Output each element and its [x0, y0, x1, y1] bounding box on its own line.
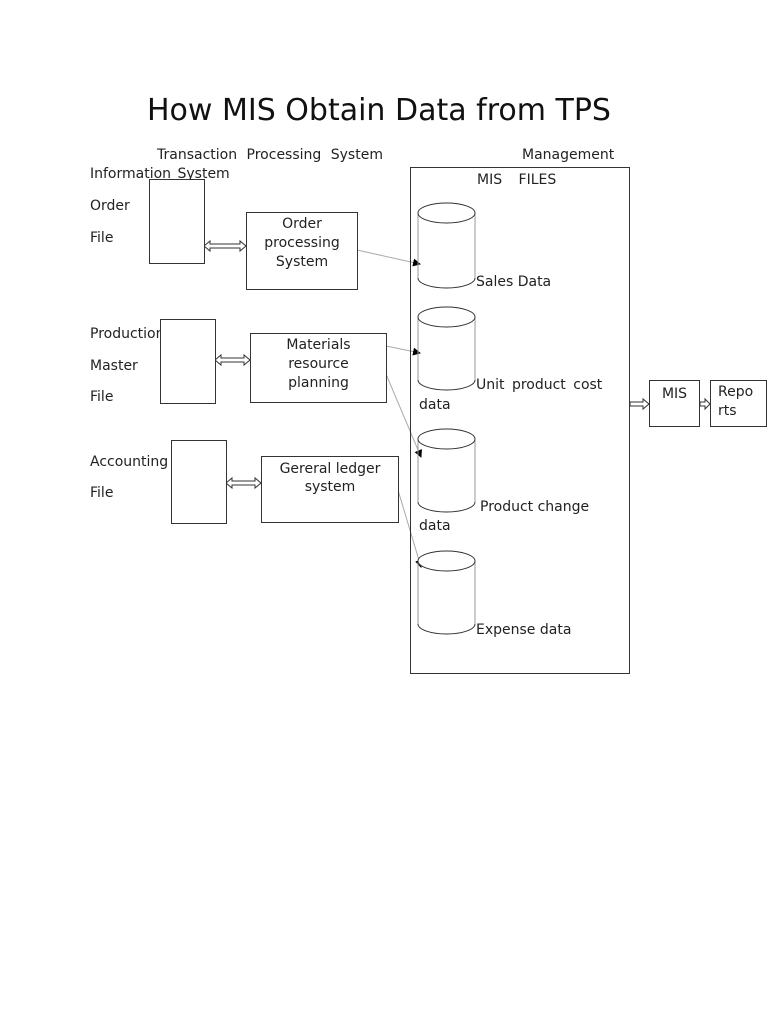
production-file-label-line1: Production: [90, 326, 165, 342]
page-title: How MIS Obtain Data from TPS: [147, 93, 611, 128]
mis-heading-part1: Management: [522, 147, 615, 163]
reports-label-line1: Repo: [718, 384, 754, 400]
sales-data-label: Sales Data: [476, 274, 552, 290]
production-file-label-line2: Master: [90, 358, 138, 374]
reports-label-line2: rts: [718, 403, 737, 419]
double-arrow-order: [203, 239, 247, 253]
connector-materials-to-product-change: [385, 373, 422, 458]
tps-heading: Transaction Processing System: [157, 147, 383, 163]
connector-ledger-to-expense: [397, 489, 423, 568]
unit-cost-label-line2: data: [419, 397, 451, 413]
unit-cost-label-line1: Unit product cost: [476, 377, 603, 393]
system-label-line: Order: [282, 216, 322, 232]
database-cylinder-expense: [417, 550, 476, 635]
arrow-mis-to-reports: [699, 397, 711, 411]
order-file-label-line1: Order: [90, 198, 130, 214]
product-change-label-line1: Product change: [480, 499, 590, 515]
system-label-line: Gereral ledger: [279, 461, 381, 477]
accounting-file-box: [171, 440, 227, 524]
mis-files-heading: MIS FILES: [477, 172, 557, 188]
production-file-label-line3: File: [90, 389, 114, 405]
accounting-file-label-line1: Accounting: [90, 454, 169, 470]
mis-files-container: [410, 167, 630, 674]
system-label-line: system: [304, 479, 356, 495]
system-label-line: System: [275, 254, 329, 270]
database-cylinder-product-change: [417, 428, 476, 513]
double-arrow-accounting: [225, 476, 262, 490]
mis-label: MIS: [661, 386, 688, 402]
double-arrow-production: [214, 353, 251, 367]
order-processing-system-box: Order processing System: [246, 212, 358, 290]
expense-data-label: Expense data: [476, 622, 572, 638]
order-file-box: [149, 179, 205, 264]
system-label-line: Materials: [286, 337, 351, 353]
database-cylinder-sales: [417, 202, 476, 289]
general-ledger-system-box: Gereral ledger system: [261, 456, 399, 523]
reports-box: Repo rts: [710, 380, 767, 427]
production-master-file-box: [160, 319, 216, 404]
system-label-line: processing: [264, 235, 340, 251]
mis-box: MIS: [649, 380, 700, 427]
system-label-line: planning: [288, 375, 349, 391]
database-cylinder-unit-cost: [417, 306, 476, 391]
connector-materials-to-unit-cost: [385, 345, 421, 356]
system-label-line: resource: [288, 356, 349, 372]
materials-resource-planning-box: Materials resource planning: [250, 333, 387, 403]
connector-order-to-sales: [356, 249, 421, 267]
product-change-label-line2: data: [419, 518, 451, 534]
order-file-label-line2: File: [90, 230, 114, 246]
mis-heading-part2: Information System: [90, 166, 230, 182]
arrow-files-to-mis: [629, 397, 650, 411]
accounting-file-label-line2: File: [90, 485, 114, 501]
